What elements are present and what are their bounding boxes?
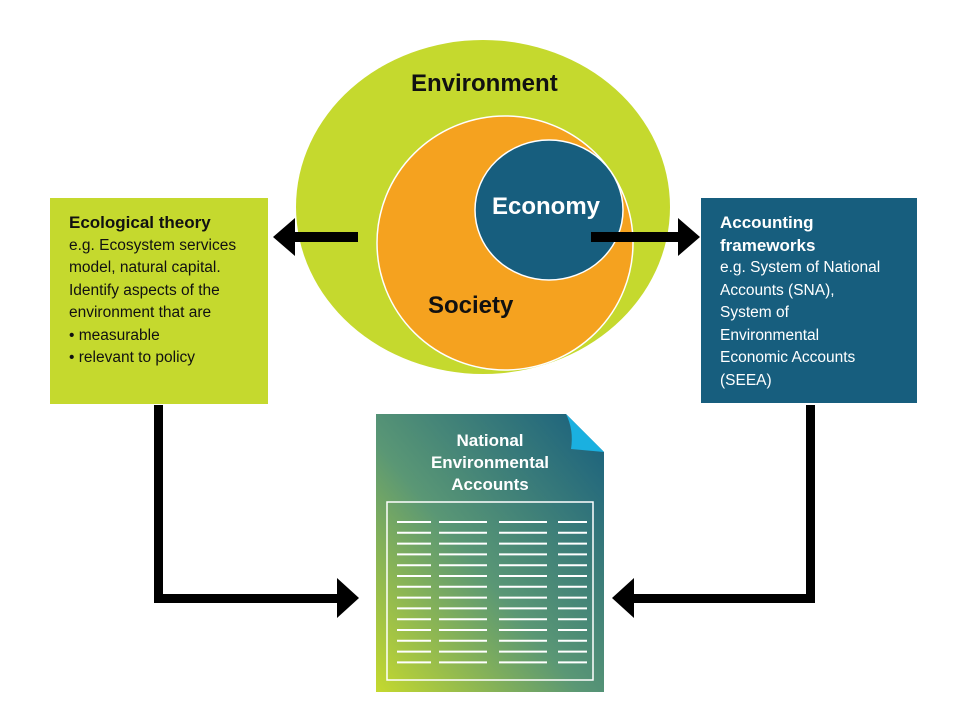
accounting-title: frameworks <box>720 235 816 255</box>
document-title-line: National <box>456 431 524 450</box>
accounts-table <box>386 501 594 681</box>
ecological-line: • measurable <box>69 326 160 344</box>
environment-label: Environment <box>411 70 558 97</box>
ecological-line: Identify aspects of the <box>69 281 220 299</box>
ecological-theory-title: Ecological theory <box>69 213 211 232</box>
accounting-line: Environmental <box>720 326 820 344</box>
arrow-to-accounting-frameworks <box>591 218 700 256</box>
accounting-line: (SEEA) <box>720 371 772 389</box>
accounting-line: Accounts (SNA), <box>720 281 835 299</box>
arrow-to-ecological-theory <box>273 218 358 256</box>
page-curl-icon <box>566 414 604 452</box>
accounting-line: e.g. System of National <box>720 259 881 276</box>
accounts-document <box>376 414 604 692</box>
accounting-frameworks-box: Accounting frameworks e.g. System of Nat… <box>701 198 917 403</box>
accounting-title: Accounting <box>720 213 814 232</box>
ecological-line: model, natural capital. <box>69 259 221 276</box>
economy-label: Economy <box>492 193 601 220</box>
arrow-frameworks-to-accounts <box>612 405 815 618</box>
document-title-line: Accounts <box>451 475 529 494</box>
ecological-line: e.g. Ecosystem services <box>69 236 237 254</box>
document-title-line: Environmental <box>430 453 550 472</box>
accounting-line: System of <box>720 304 789 321</box>
accounting-line: Economic Accounts <box>720 349 856 366</box>
ecological-theory-box: Ecological theory e.g. Ecosystem service… <box>50 198 268 404</box>
document-title: National Environmental Accounts <box>376 430 604 496</box>
ecological-line: environment that are <box>69 304 212 321</box>
economy-circle <box>474 139 624 281</box>
society-label: Society <box>428 292 514 319</box>
ecological-line: • relevant to policy <box>69 349 196 366</box>
arrow-ecological-to-accounts <box>154 405 359 618</box>
